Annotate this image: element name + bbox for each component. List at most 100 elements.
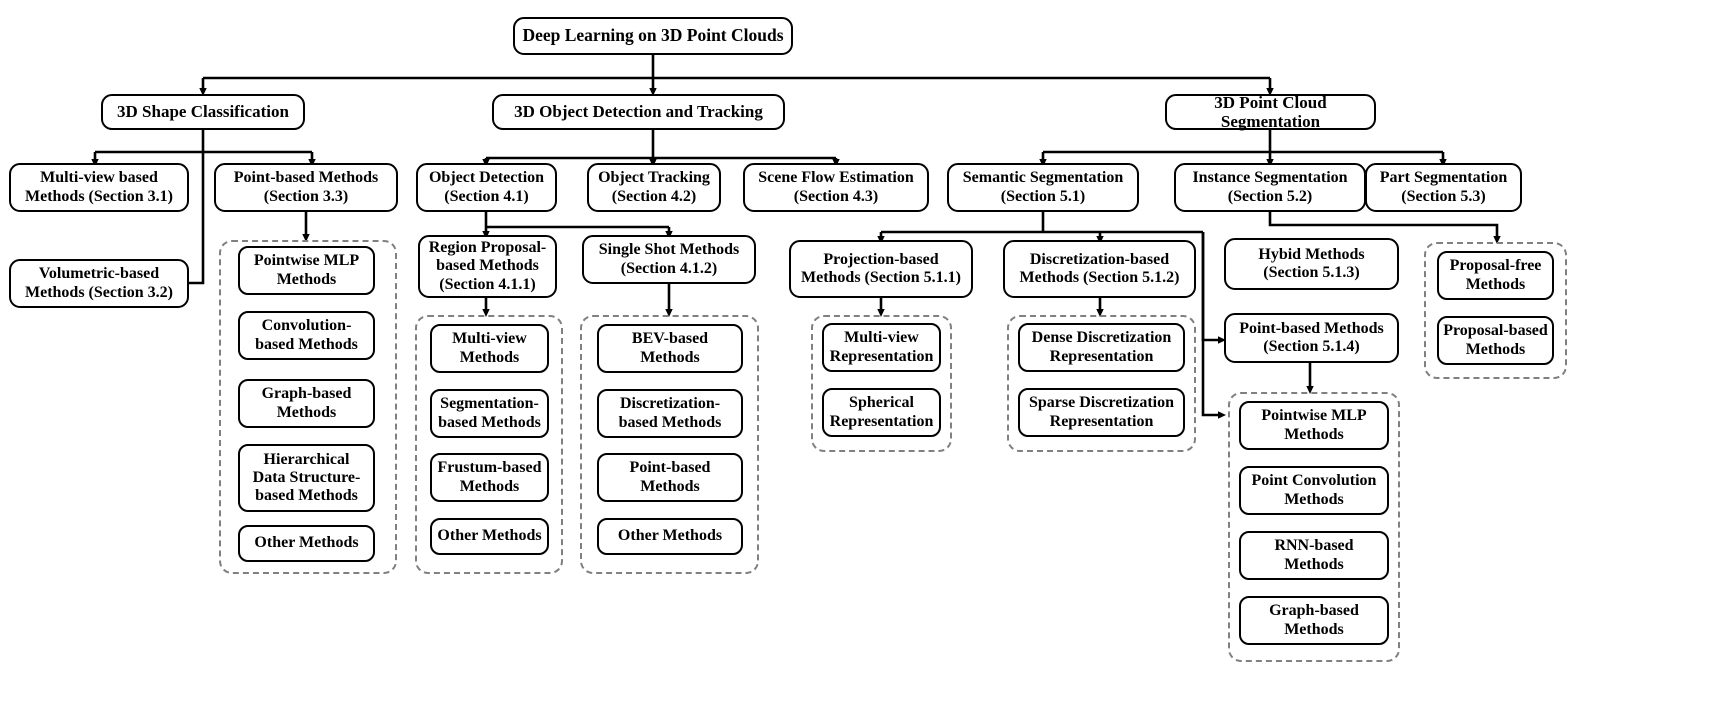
node-line-1: Semantic Segmentation [962, 169, 1124, 187]
leaf-label: Sparse Discretization Representation [1028, 394, 1174, 430]
leaf-convolution-based-methods[interactable]: Convolution- based Methods [238, 311, 375, 360]
node-line-2: (Section 4.3) [793, 187, 879, 205]
node-instance-segmentation[interactable]: Instance Segmentation (Section 5.2) [1174, 163, 1366, 212]
node-line-2: (Section 5.1.4) [1263, 338, 1360, 355]
leaf-label: Graph-based Methods [261, 385, 352, 421]
leaf-pointwise-mlp-methods-seg[interactable]: Pointwise MLP Methods [1239, 401, 1389, 450]
node-point-based-methods-5-1-4[interactable]: Point-based Methods (Section 5.1.4) [1224, 313, 1399, 363]
node-line-2: based Methods [436, 257, 539, 275]
node-region-proposal-based-methods[interactable]: Region Proposal- based Methods (Section … [418, 235, 557, 298]
node-part-segmentation[interactable]: Part Segmentation (Section 5.3) [1365, 163, 1522, 212]
node-line-1: Object Tracking [598, 169, 710, 187]
leaf-label: Other Methods [437, 527, 542, 545]
leaf-multi-view-methods[interactable]: Multi-view Methods [430, 324, 549, 373]
leaf-frustum-based-methods[interactable]: Frustum-based Methods [430, 453, 549, 502]
node-object-tracking[interactable]: Object Tracking (Section 4.2) [587, 163, 721, 212]
leaf-graph-based-methods-seg[interactable]: Graph-based Methods [1239, 596, 1389, 645]
leaf-label: Hierarchical Data Structure- based Metho… [252, 450, 361, 505]
leaf-label: Segmentation- based Methods [438, 395, 541, 431]
leaf-label: Point Convolution Methods [1251, 472, 1377, 508]
node-3d-shape-classification[interactable]: 3D Shape Classification [101, 94, 305, 130]
node-line-2: Methods (Section 3.2) [25, 283, 173, 301]
leaf-spherical-representation[interactable]: Spherical Representation [822, 388, 941, 437]
node-3d-object-detection-and-tracking[interactable]: 3D Object Detection and Tracking [492, 94, 785, 130]
leaf-segmentation-based-methods[interactable]: Segmentation- based Methods [430, 389, 549, 438]
node-line-1: Point-based Methods [1239, 319, 1384, 337]
leaf-bev-based-methods[interactable]: BEV-based Methods [597, 324, 743, 373]
leaf-point-convolution-methods[interactable]: Point Convolution Methods [1239, 466, 1389, 515]
leaf-label: Graph-based Methods [1269, 602, 1359, 638]
node-point-based-methods-3-3[interactable]: Point-based Methods (Section 3.3) [214, 163, 398, 212]
node-line-1: Hybid Methods [1258, 245, 1365, 263]
leaf-label: Multi-view Methods [452, 330, 527, 366]
leaf-label: Dense Discretization Representation [1031, 329, 1172, 365]
node-volumetric-based-methods[interactable]: Volumetric-based Methods (Section 3.2) [9, 259, 189, 308]
node-line-3: (Section 4.1.1) [439, 275, 536, 293]
leaf-rnn-based-methods[interactable]: RNN-based Methods [1239, 531, 1389, 580]
leaf-multi-view-representation[interactable]: Multi-view Representation [822, 323, 941, 372]
leaf-label: Discretization- based Methods [618, 395, 722, 431]
leaf-label: RNN-based Methods [1274, 537, 1354, 573]
leaf-label: Proposal-based Methods [1443, 322, 1548, 358]
leaf-label: Point-based Methods [629, 459, 711, 495]
node-line-2: (Section 4.1) [444, 187, 529, 205]
group-point-based-5-1-4-children [1228, 392, 1400, 662]
node-label: 3D Object Detection and Tracking [514, 102, 763, 122]
leaf-other-methods-region-proposal[interactable]: Other Methods [430, 518, 549, 555]
leaf-label: Pointwise MLP Methods [1261, 407, 1367, 443]
node-root-label: Deep Learning on 3D Point Clouds [522, 25, 784, 46]
leaf-label: Multi-view Representation [829, 329, 934, 365]
leaf-label: Frustum-based Methods [437, 459, 542, 495]
node-line-1: Volumetric-based [38, 265, 160, 283]
node-line-1: Instance Segmentation [1192, 169, 1348, 187]
leaf-label: BEV-based Methods [631, 330, 709, 366]
node-line-2: (Section 5.3) [1401, 187, 1486, 205]
node-line-1: Object Detection [428, 169, 545, 187]
node-line-2: (Section 4.2) [611, 187, 697, 205]
node-line-1: Point-based Methods [233, 169, 379, 187]
node-line-2: (Section 5.2) [1227, 187, 1313, 205]
node-line-2: (Section 5.1.3) [1263, 264, 1360, 281]
node-label: 3D Shape Classification [117, 102, 289, 122]
leaf-point-based-methods-ss[interactable]: Point-based Methods [597, 453, 743, 502]
node-line-1: Region Proposal- [428, 239, 547, 257]
node-single-shot-methods[interactable]: Single Shot Methods (Section 4.1.2) [582, 235, 756, 284]
leaf-proposal-free-methods[interactable]: Proposal-free Methods [1437, 251, 1554, 300]
node-line-1: Discretization-based [1029, 250, 1170, 268]
node-line-2: Methods (Section 5.1.1) [801, 269, 961, 286]
leaf-pointwise-mlp-methods[interactable]: Pointwise MLP Methods [238, 246, 375, 295]
leaf-label: Other Methods [254, 534, 359, 552]
node-line-2: Methods (Section 5.1.2) [1019, 269, 1180, 286]
leaf-label: Spherical Representation [829, 394, 934, 430]
node-multi-view-based-methods[interactable]: Multi-view based Methods (Section 3.1) [9, 163, 189, 212]
node-line-1: Part Segmentation [1379, 169, 1508, 187]
leaf-sparse-discretization-representation[interactable]: Sparse Discretization Representation [1018, 388, 1185, 437]
leaf-label: Other Methods [617, 527, 723, 545]
node-line-1: Scene Flow Estimation [758, 169, 914, 187]
leaf-other-methods-point-based[interactable]: Other Methods [238, 525, 375, 562]
node-scene-flow-estimation[interactable]: Scene Flow Estimation (Section 4.3) [743, 163, 929, 212]
node-root[interactable]: Deep Learning on 3D Point Clouds [513, 17, 793, 55]
leaf-other-methods-single-shot[interactable]: Other Methods [597, 518, 743, 555]
node-line-2: (Section 4.1.2) [620, 259, 718, 277]
node-line-2: (Section 3.3) [263, 187, 349, 205]
node-3d-point-cloud-segmentation[interactable]: 3D Point Cloud Segmentation [1165, 93, 1376, 131]
node-discretization-based-methods[interactable]: Discretization-based Methods (Section 5.… [1003, 240, 1196, 298]
node-semantic-segmentation[interactable]: Semantic Segmentation (Section 5.1) [947, 163, 1139, 212]
node-object-detection[interactable]: Object Detection (Section 4.1) [416, 163, 557, 212]
node-line-2: Methods (Section 3.1) [25, 187, 173, 205]
node-line-1: Single Shot Methods [598, 241, 740, 259]
leaf-label: Convolution- based Methods [255, 317, 358, 353]
leaf-proposal-based-methods[interactable]: Proposal-based Methods [1437, 316, 1554, 365]
leaf-discretization-based-methods-ss[interactable]: Discretization- based Methods [597, 389, 743, 438]
leaf-dense-discretization-representation[interactable]: Dense Discretization Representation [1018, 323, 1185, 372]
node-hybid-methods[interactable]: Hybid Methods (Section 5.1.3) [1224, 238, 1399, 290]
node-line-2: (Section 5.1) [1000, 187, 1086, 205]
node-projection-based-methods[interactable]: Projection-based Methods (Section 5.1.1) [789, 240, 973, 298]
leaf-label: Proposal-free Methods [1449, 257, 1542, 293]
leaf-hierarchical-data-structure-based-methods[interactable]: Hierarchical Data Structure- based Metho… [238, 444, 375, 512]
leaf-graph-based-methods[interactable]: Graph-based Methods [238, 379, 375, 428]
node-line-1: Projection-based [823, 250, 939, 268]
leaf-label: Pointwise MLP Methods [253, 252, 360, 288]
